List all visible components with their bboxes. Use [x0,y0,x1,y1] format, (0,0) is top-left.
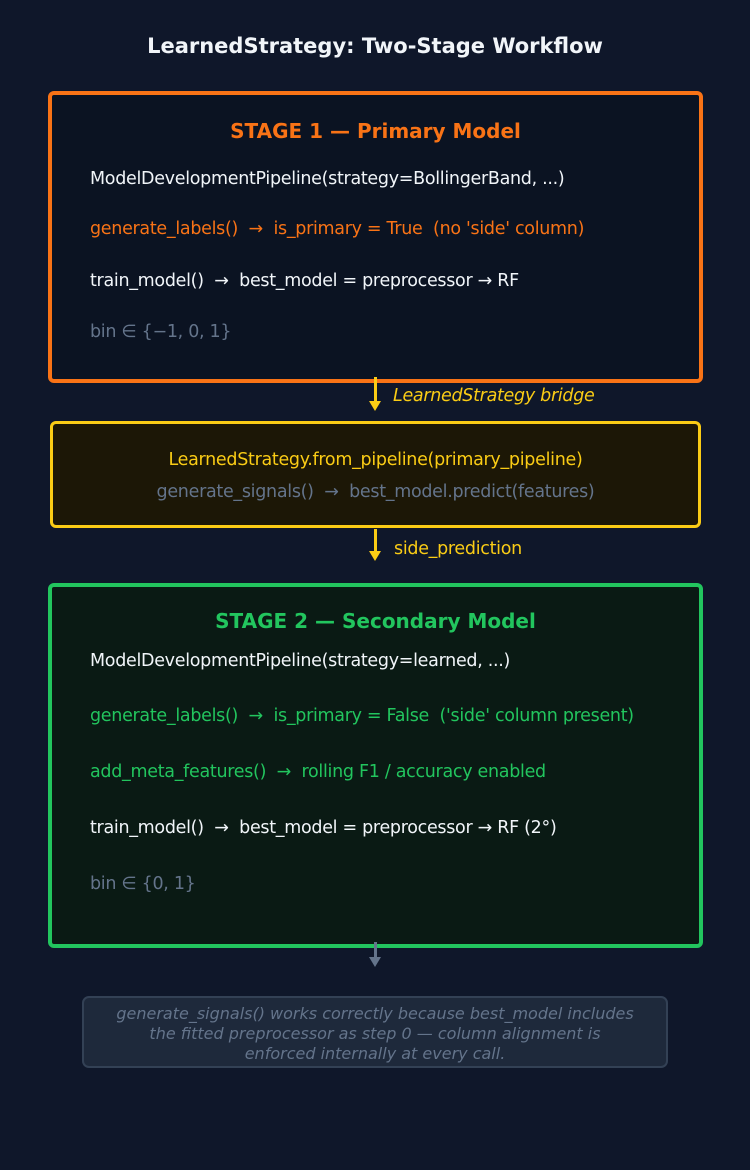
note-box: generate_signals() works correctly becau… [82,996,668,1068]
stage2-box: STAGE 2 — Secondary Model ModelDevelopme… [48,583,703,948]
stage2-train-line: train_model() → best_model = preprocesso… [90,818,557,838]
diagram-title: LearnedStrategy: Two-Stage Workflow [147,34,603,58]
bridge-from-pipeline-line: LearnedStrategy.from_pipeline(primary_pi… [168,450,583,470]
stage2-labels-line: generate_labels() → is_primary = False (… [90,706,634,726]
stage2-pipeline-line: ModelDevelopmentPipeline(strategy=learne… [90,651,511,671]
stage2-meta-features-line: add_meta_features() → rolling F1 / accur… [90,762,546,782]
side-prediction-label: side_prediction [394,539,522,559]
bridge-arrow-label: LearnedStrategy bridge [393,386,595,406]
stage2-bin-line: bin ∈ {0, 1} [90,874,196,894]
arrow-down-icon [369,942,381,967]
stage1-labels-line: generate_labels() → is_primary = True (n… [90,219,585,239]
stage1-pipeline-line: ModelDevelopmentPipeline(strategy=Bollin… [90,169,565,189]
stage1-bin-line: bin ∈ {−1, 0, 1} [90,322,232,342]
bridge-signals-line: generate_signals() → best_model.predict(… [156,482,595,502]
arrow-down-icon [369,377,381,411]
bridge-box: LearnedStrategy.from_pipeline(primary_pi… [50,421,701,528]
note-text: generate_signals() works correctly becau… [116,1004,634,1063]
stage1-heading: STAGE 1 — Primary Model [230,119,521,143]
stage1-train-line: train_model() → best_model = preprocesso… [90,271,519,291]
stage2-heading: STAGE 2 — Secondary Model [215,609,536,633]
arrow-down-icon [369,529,381,561]
stage1-box: STAGE 1 — Primary Model ModelDevelopment… [48,91,703,383]
